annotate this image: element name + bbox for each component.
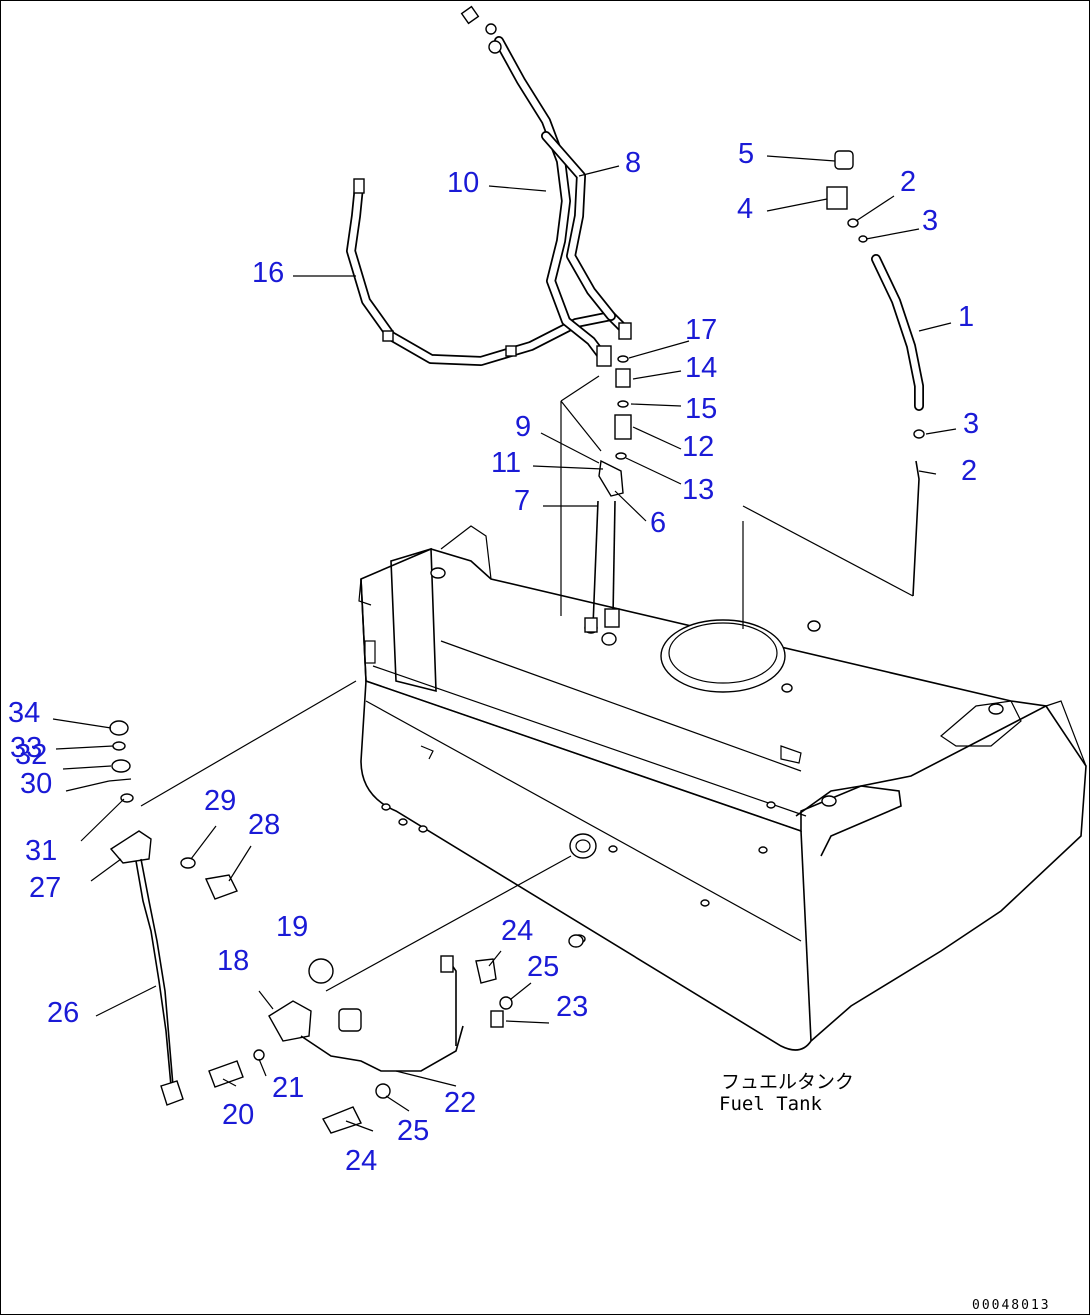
callout-28: 28: [248, 809, 281, 841]
callout-24-lower: 24: [345, 1145, 378, 1177]
callout-8: 8: [625, 147, 642, 179]
callout-33: 33: [10, 732, 43, 764]
callout-21: 21: [272, 1072, 305, 1104]
callout-5: 5: [738, 138, 755, 170]
callout-26: 26: [47, 997, 80, 1029]
wire-harness-group: [346, 5, 632, 367]
callout-25-lower: 25: [397, 1115, 430, 1147]
callout-3-lower: 3: [963, 408, 980, 440]
callout-31: 31: [25, 835, 58, 867]
callout-10: 10: [447, 167, 480, 199]
callout-3-upper: 3: [922, 205, 939, 237]
callout-7: 7: [514, 485, 531, 517]
callout-9: 9: [515, 411, 532, 443]
sender-fittings: [584, 355, 632, 633]
callout-2-upper: 2: [900, 166, 917, 198]
caption-japanese: フュエルタンク: [721, 1071, 855, 1093]
level-sensor-assembly: [208, 934, 584, 1134]
leader-lines: [140, 375, 914, 992]
callout-6: 6: [650, 507, 667, 539]
callout-27: 27: [29, 872, 62, 904]
callout-1: 1: [958, 301, 975, 333]
callout-15: 15: [685, 393, 718, 425]
callout-23: 23: [556, 991, 589, 1023]
callout-14: 14: [685, 352, 718, 384]
callout-22: 22: [444, 1087, 477, 1119]
callout-20: 20: [222, 1099, 255, 1131]
callout-32: 32: [15, 739, 48, 771]
callout-12: 12: [682, 431, 715, 463]
callout-leaders: [52, 155, 957, 1132]
callout-13: 13: [682, 474, 715, 506]
callout-17: 17: [685, 314, 718, 346]
callout-24-upper: 24: [501, 915, 534, 947]
callout-19: 19: [276, 911, 309, 943]
callout-34: 34: [8, 697, 41, 729]
callout-25-upper: 25: [527, 951, 560, 983]
drawing-code: 00048013: [972, 1298, 1051, 1313]
caption-english: Fuel Tank: [719, 1093, 822, 1115]
support-rod-assembly: [108, 720, 238, 1106]
fuel-tank-body: [358, 525, 1087, 1051]
callout-2-lower: 2: [961, 455, 978, 487]
callout-16: 16: [252, 257, 285, 289]
air-breather-assembly: [826, 150, 925, 597]
callout-29: 29: [204, 785, 237, 817]
callout-30: 30: [20, 768, 53, 800]
callout-18: 18: [217, 945, 250, 977]
callout-4: 4: [737, 193, 754, 225]
callout-11: 11: [491, 447, 522, 479]
